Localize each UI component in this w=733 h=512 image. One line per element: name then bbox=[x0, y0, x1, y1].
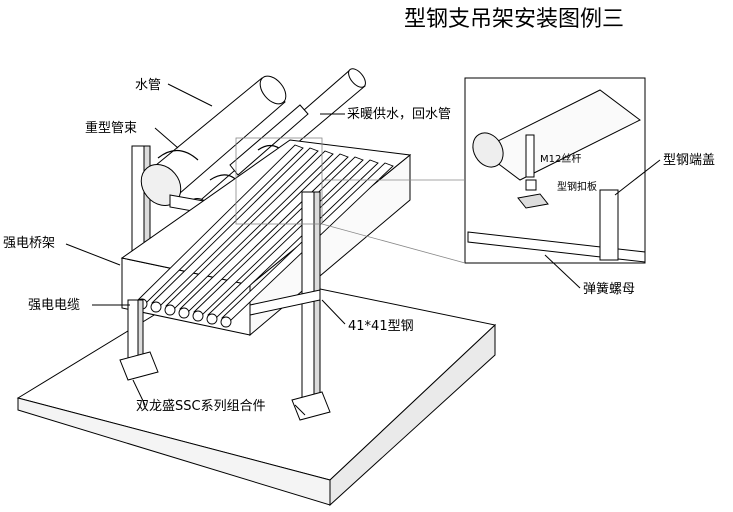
label-end-cap: 型钢端盖 bbox=[663, 153, 715, 168]
label-heating-pipe: 采暖供水，回水管 bbox=[347, 107, 451, 122]
detail-callout bbox=[464, 77, 646, 264]
label-steel-plate: 型钢扣板 bbox=[557, 180, 597, 193]
label-heavy-clamp: 重型管束 bbox=[85, 120, 137, 136]
lower-cross-beam bbox=[249, 289, 321, 316]
label-spring-nut: 弹簧螺母 bbox=[583, 281, 635, 297]
label-assembly: 双龙盛SSC系列组合件 bbox=[136, 399, 266, 414]
diagram-title: 型钢支吊架安装图例三 bbox=[404, 7, 624, 32]
concrete-slab bbox=[16, 269, 497, 507]
leader-lines bbox=[65, 83, 661, 416]
label-water-pipe: 水管 bbox=[135, 78, 161, 93]
label-m12-rod: M12丝杆 bbox=[540, 153, 581, 165]
label-cable-tray: 强电桥架 bbox=[3, 236, 55, 251]
back-support-frame bbox=[131, 145, 151, 267]
label-power-cable: 强电电缆 bbox=[28, 297, 80, 313]
label-steel-41: 41*41型钢 bbox=[348, 319, 414, 334]
callout-connectors bbox=[235, 137, 466, 264]
